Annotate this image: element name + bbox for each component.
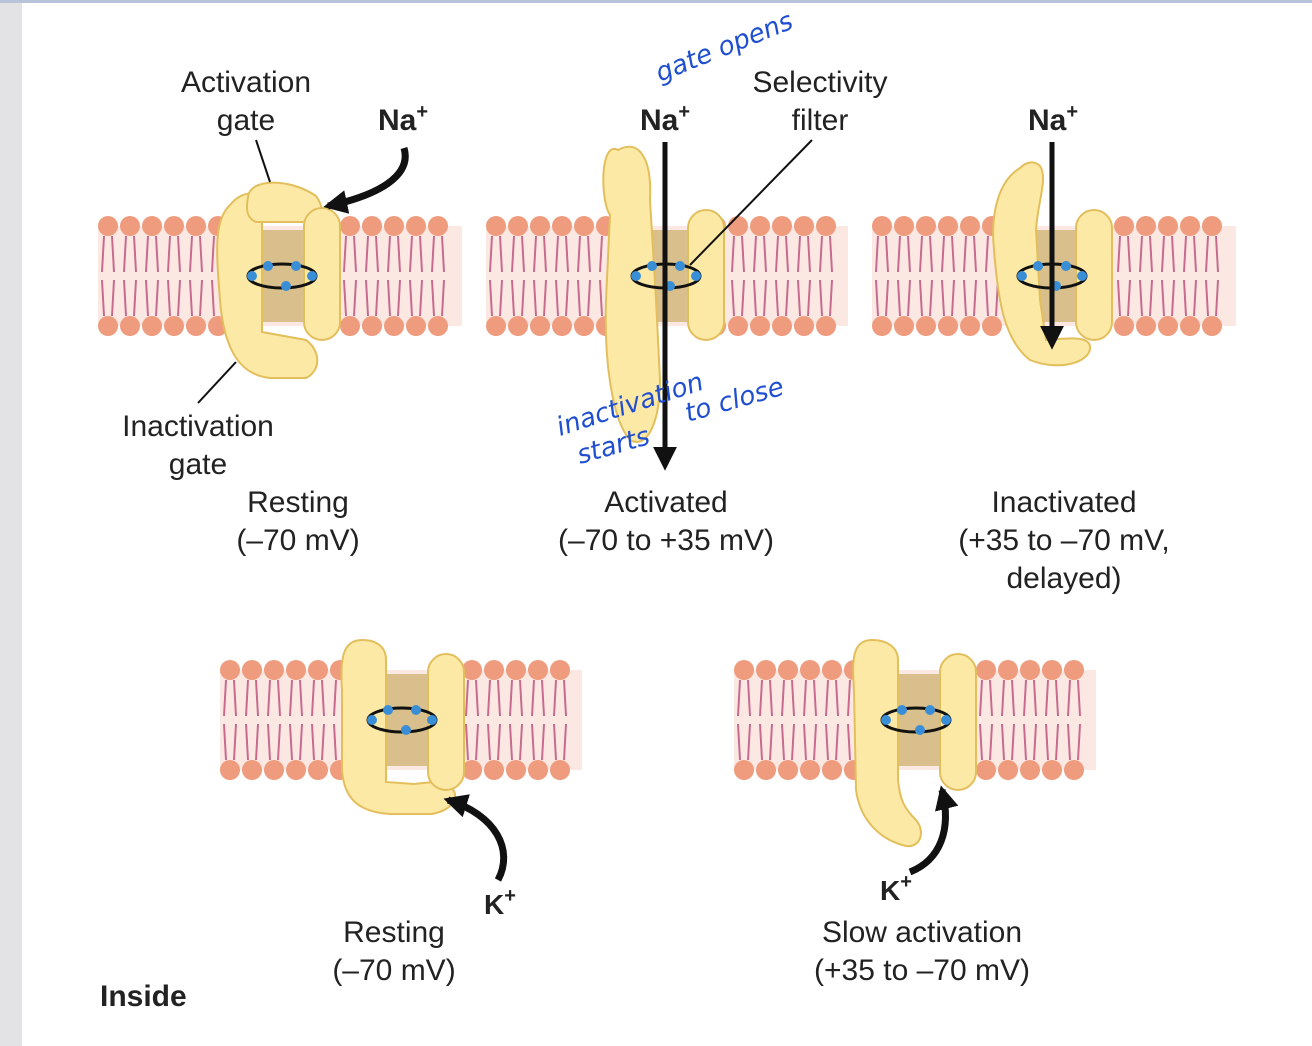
selectivity-filter-ring [366,705,438,735]
k-label-1: K+ [484,885,516,920]
k-resting-state-range: (–70 mV) [332,954,455,987]
na-inactivated-state-range-line1: (+35 to –70 mV, [958,524,1170,557]
k-channel-resting [340,638,508,882]
left-margin-strip [0,3,22,1046]
selectivity-filter-leader [689,139,813,266]
channel-subunit-right [687,209,725,341]
inactivation-gate-leader [197,361,237,404]
window-top-border [0,0,1312,3]
na-channel-inactivated [992,142,1113,367]
na-activated-state-range: (–70 to +35 mV) [558,524,774,557]
labels: Activation gate Na+ Inactivation gate Re… [100,66,1170,1013]
k-gate-protein-opening [852,638,922,848]
na-activated-state-name: Activated [604,486,727,519]
na-channel-resting [197,139,409,404]
na-label-2: Na+ [640,101,690,137]
na-resting-state-name: Resting [247,486,349,519]
activation-gate-label-line2: gate [217,104,275,137]
na-inactivated-state-name: Inactivated [991,486,1136,519]
selectivity-filter-ring [246,261,318,291]
lipid-bilayer [98,216,462,336]
channel-subunit-right [1075,209,1113,341]
k-entry-arrow [443,794,508,882]
inactivation-gate-label-line2: gate [169,448,227,481]
k-slow-state-range: (+35 to –70 mV) [814,954,1030,987]
k-label-2: K+ [880,871,912,906]
na-entry-arrow [323,147,409,214]
activation-gate-leader [255,139,271,183]
k-resting-state-name: Resting [343,916,445,949]
selectivity-filter-label-line2: filter [792,104,849,137]
k-slow-state-name: Slow activation [822,916,1022,949]
na-channel-activated [602,139,813,471]
lipid-bilayer [220,660,582,780]
na-inactivated-state-range-line2: delayed) [1006,562,1121,595]
activation-gate-protein-open [602,145,662,443]
selectivity-filter-label-line1: Selectivity [752,66,887,99]
inside-label: Inside [100,980,187,1013]
inactivation-gate-label-line1: Inactivation [122,410,274,443]
na-label-3: Na+ [1028,101,1078,137]
k-entry-arrow [908,785,959,876]
lipid-bilayer [734,660,1096,780]
inactivation-gate-closed [992,161,1092,367]
na-resting-state-range: (–70 mV) [236,524,359,557]
membranes [98,216,1236,780]
k-channel-slow-activation [852,638,977,876]
selectivity-filter-ring [880,705,952,735]
activation-gate-label-line1: Activation [181,66,311,99]
na-label-1: Na+ [378,101,428,137]
channel-subunit-right [303,207,341,341]
